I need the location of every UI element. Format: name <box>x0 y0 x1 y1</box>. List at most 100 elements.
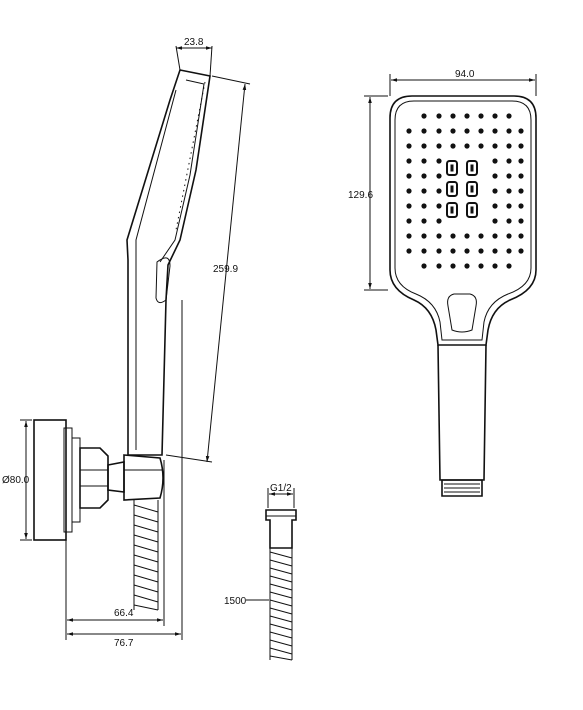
nozzle-dot <box>506 158 512 164</box>
nozzle-dot <box>421 113 427 119</box>
wall-bracket <box>33 419 164 541</box>
center-nozzle <box>446 181 458 197</box>
nozzle-dot <box>478 113 484 119</box>
nozzle-dot <box>421 188 427 194</box>
nozzle-dot <box>506 218 512 224</box>
nozzle-dot <box>518 188 524 194</box>
nozzle-dot <box>406 248 412 254</box>
dim-handle-thickness-label: 23.8 <box>184 37 204 48</box>
dim-head-height-label: 129.6 <box>348 190 373 201</box>
nozzle-dot <box>436 188 442 194</box>
dim-handle-thickness: 23.8 <box>175 37 213 77</box>
dim-mount-depth-inner: 66.4 <box>65 460 165 640</box>
nozzle-dot <box>518 218 524 224</box>
dim-hose-length: 1500 <box>224 596 269 607</box>
nozzle-dot <box>436 263 442 269</box>
nozzle-dot <box>518 248 524 254</box>
nozzle-dot <box>464 248 470 254</box>
nozzle-dot <box>450 263 456 269</box>
nozzle-dot <box>478 248 484 254</box>
nozzle-dot <box>406 188 412 194</box>
nozzle-dot <box>518 173 524 179</box>
dim-mount-diameter: Ø80.0 <box>2 419 32 541</box>
dim-mount-diameter-label: Ø80.0 <box>2 475 30 486</box>
center-nozzle <box>446 202 458 218</box>
nozzle-dot <box>421 233 427 239</box>
dim-head-height: 129.6 <box>348 95 388 291</box>
dim-hose-thread-label: G1/2 <box>270 483 292 494</box>
nozzle-dot <box>406 173 412 179</box>
center-nozzle-core <box>470 185 474 193</box>
hose-connector <box>441 479 483 497</box>
nozzle-dot <box>492 128 498 134</box>
nozzle-dot <box>478 233 484 239</box>
nozzle-dot <box>518 143 524 149</box>
dim-mount-depth-outer: 76.7 <box>67 300 183 649</box>
nozzle-dot <box>436 218 442 224</box>
nozzle-dot <box>492 113 498 119</box>
nozzle-dot <box>478 143 484 149</box>
center-nozzle-core <box>470 164 474 172</box>
nozzle-dot <box>506 188 512 194</box>
nozzle-dot <box>421 128 427 134</box>
nozzle-dot <box>464 263 470 269</box>
nozzle-dot <box>506 263 512 269</box>
hose-detail: G1/2 1500 <box>224 483 297 661</box>
nozzle-dot <box>450 248 456 254</box>
center-nozzle <box>446 160 458 176</box>
nozzle-dot <box>421 173 427 179</box>
shower-handle <box>437 344 487 481</box>
dim-handle-length: 259.9 <box>165 75 251 463</box>
handle-outline <box>126 69 211 456</box>
nozzle-dot <box>492 173 498 179</box>
nozzle-dot <box>506 233 512 239</box>
dim-head-width: 94.0 <box>389 69 537 96</box>
center-nozzle-group <box>446 160 478 218</box>
center-nozzle-core <box>450 185 454 193</box>
center-nozzle-core <box>470 206 474 214</box>
nozzle-dot <box>506 128 512 134</box>
shower-head-outline <box>389 95 537 346</box>
center-nozzle <box>466 181 478 197</box>
side-view: 23.8 259.9 Ø80.0 66.4 76.7 <box>2 37 251 649</box>
nozzle-dot <box>492 263 498 269</box>
nozzle-dot <box>450 143 456 149</box>
center-nozzle-core <box>450 206 454 214</box>
nozzle-dot <box>492 203 498 209</box>
nozzle-dot <box>406 218 412 224</box>
nozzle-dot <box>450 233 456 239</box>
nozzle-dot <box>436 143 442 149</box>
nozzle-dot <box>506 143 512 149</box>
dim-handle-length-label: 259.9 <box>213 264 238 275</box>
nozzle-dot <box>450 113 456 119</box>
nozzle-dot <box>478 263 484 269</box>
nozzle-dot <box>518 233 524 239</box>
nozzle-dot <box>406 158 412 164</box>
nozzle-dot <box>492 188 498 194</box>
center-nozzle <box>466 202 478 218</box>
nozzle-edge-dots <box>175 81 206 231</box>
nozzle-dot <box>421 263 427 269</box>
nozzle-dot <box>421 143 427 149</box>
nozzle-dot <box>506 248 512 254</box>
side-hose <box>133 500 159 611</box>
nozzle-dot <box>436 128 442 134</box>
nozzle-dot <box>518 128 524 134</box>
center-nozzle-core <box>450 164 454 172</box>
nozzle-dot <box>518 203 524 209</box>
center-nozzle <box>466 160 478 176</box>
nozzle-dot <box>492 248 498 254</box>
nozzle-dot <box>421 203 427 209</box>
nozzle-dot <box>421 248 427 254</box>
nozzle-dot <box>406 203 412 209</box>
nozzle-dot <box>492 218 498 224</box>
nozzle-dot <box>478 128 484 134</box>
nozzle-dot <box>421 218 427 224</box>
nozzle-dot <box>464 143 470 149</box>
nozzle-dot <box>450 128 456 134</box>
nozzle-dot <box>406 143 412 149</box>
nozzle-dot <box>492 143 498 149</box>
nozzle-dot <box>436 158 442 164</box>
nozzle-dot <box>436 248 442 254</box>
